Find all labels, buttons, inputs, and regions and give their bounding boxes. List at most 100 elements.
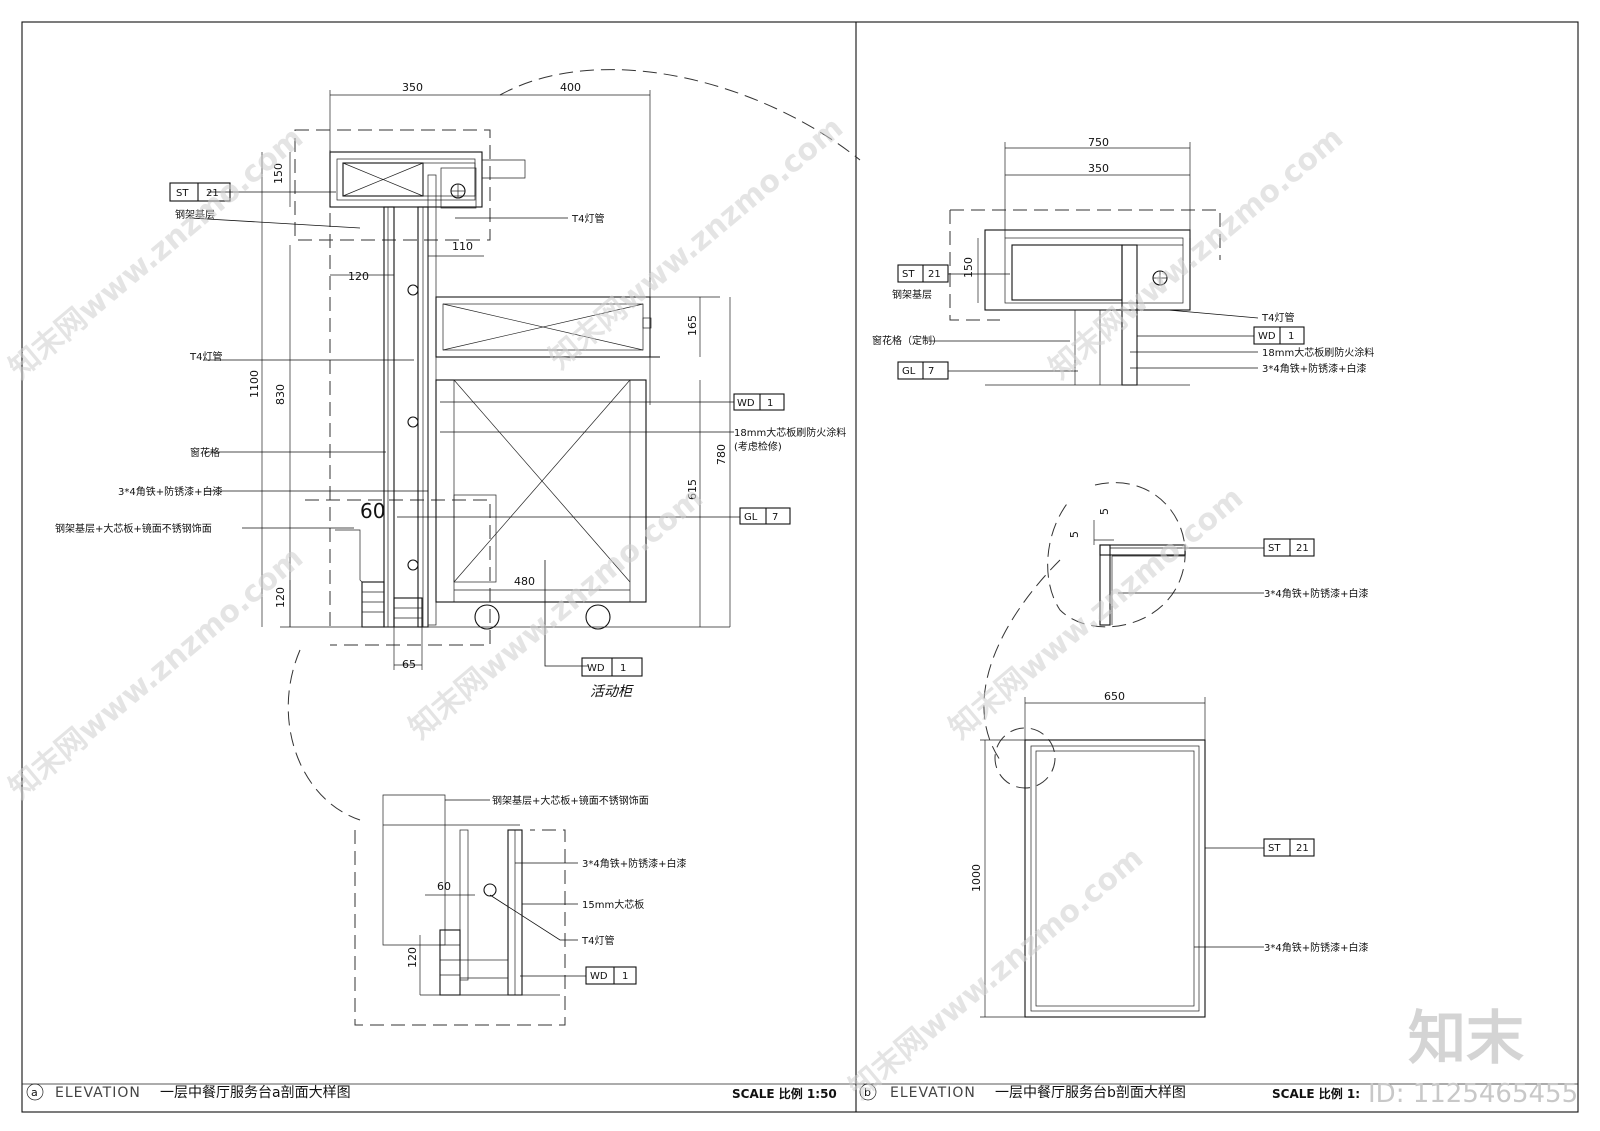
tag-wd1-a: WD 1 <box>733 393 785 411</box>
title-b-scale: SCALE 比例 1: <box>1272 1086 1360 1101</box>
watermark-id: ID: 1125465455 <box>1368 1079 1578 1109</box>
panel-b-plan: 650 1000 ST 21 3*4角铁+防锈漆+白漆 <box>970 690 1368 1018</box>
detail-note-steel-mirror: 钢架基层+大芯板+镜面不锈钢饰面 <box>492 794 649 807</box>
panel-b-corner-detail: 5 5 ST 21 3*4角铁+防锈漆+白漆 <box>983 482 1368 761</box>
title-bar-b: b ELEVATION 一层中餐厅服务台b剖面大样图 SCALE 比例 1: <box>859 1083 1360 1101</box>
b-note-angle-iron-detail: 3*4角铁+防锈漆+白漆 <box>1264 587 1368 600</box>
panel-a-section <box>189 69 861 821</box>
dim-110: 110 <box>452 240 473 253</box>
svg-text:21: 21 <box>1296 843 1309 854</box>
b-dim-5b: 5 <box>1068 531 1081 538</box>
panel-a-detail: 钢架基层+大芯板+镜面不锈钢饰面 3*4角铁+防锈漆+白漆 15mm大芯板 T4… <box>354 794 686 1026</box>
panel-a-tags: ST 21 WD 1 GL 7 WD 1 <box>169 182 791 677</box>
detail-note-angle-iron: 3*4角铁+防锈漆+白漆 <box>582 857 686 870</box>
watermark-5: 知末网www.znzmo.com <box>403 480 710 746</box>
svg-text:21: 21 <box>206 188 219 199</box>
b-tag-wd1: WD 1 <box>1253 326 1305 345</box>
detail-dim-120: 120 <box>406 947 419 968</box>
note-t4-top: T4灯管 <box>571 212 604 225</box>
dim-60: 60 <box>360 499 385 523</box>
b-note-board18: 18mm大芯板刷防火涂料 <box>1262 346 1374 359</box>
title-a-symbol: a <box>31 1086 38 1099</box>
svg-text:WD: WD <box>590 971 608 982</box>
sheet-border <box>21 21 1579 1113</box>
detail-dim-60: 60 <box>437 880 451 893</box>
note-board18: 18mm大芯板刷防火涂料 <box>734 426 846 439</box>
panel-b-text: 750 350 150 钢架基层 T4灯管 窗花格（定制） 18mm大芯板刷防火… <box>872 136 1374 380</box>
b-tag-gl7: GL 7 <box>897 361 949 380</box>
watermark-6: 知末网www.znzmo.com <box>943 480 1250 746</box>
title-a-scale: SCALE 比例 1:50 <box>732 1086 837 1101</box>
b-tag-st21-plan: ST 21 <box>1263 838 1315 857</box>
watermarks: 知末网www.znzmo.com 知末网www.znzmo.com 知末网www… <box>3 110 1578 1109</box>
svg-text:ST: ST <box>1268 543 1281 554</box>
dim-165: 165 <box>686 315 699 336</box>
title-b-symbol: b <box>864 1086 871 1099</box>
note-steel-base: 钢架基层 <box>175 208 215 221</box>
b-dim-1000: 1000 <box>970 864 983 892</box>
b-dim-750: 750 <box>1088 136 1109 149</box>
dim-350: 350 <box>402 81 423 94</box>
panel-a-dimensions: 350 400 150 1100 830 120 110 165 780 615… <box>248 81 728 671</box>
note-angle-iron: 3*4角铁+防锈漆+白漆 <box>118 485 222 498</box>
svg-text:7: 7 <box>928 366 934 377</box>
svg-text:1: 1 <box>622 971 628 982</box>
tag-wd1-cabinet: WD 1 <box>581 657 643 677</box>
b-note-angle-iron: 3*4角铁+防锈漆+白漆 <box>1262 362 1366 375</box>
b-note-steel-base: 钢架基层 <box>892 288 932 301</box>
b-dim-150: 150 <box>962 257 975 278</box>
svg-text:GL: GL <box>744 512 758 523</box>
dim-480: 480 <box>514 575 535 588</box>
watermark-4: 知末网www.znzmo.com <box>3 540 310 806</box>
svg-text:ST: ST <box>176 188 189 199</box>
panel-a-notes: 钢架基层 T4灯管 T4灯管 窗花格 3*4角铁+防锈漆+白漆 钢架基层+大芯板… <box>55 208 846 700</box>
svg-text:1: 1 <box>767 398 773 409</box>
title-a-name: 一层中餐厅服务台a剖面大样图 <box>160 1085 351 1101</box>
svg-text:GL: GL <box>902 366 916 377</box>
dim-120: 120 <box>348 270 369 283</box>
svg-text:21: 21 <box>1296 543 1309 554</box>
dim-830: 830 <box>274 384 287 405</box>
dim-120b: 120 <box>274 587 287 608</box>
note-steel-mirror: 钢架基层+大芯板+镜面不锈钢饰面 <box>55 522 212 535</box>
svg-text:ST: ST <box>902 269 915 280</box>
svg-text:ST: ST <box>1268 843 1281 854</box>
svg-text:21: 21 <box>928 269 941 280</box>
tag-gl7-a: GL 7 <box>739 507 791 525</box>
panel-b-section <box>930 142 1259 386</box>
title-b-name: 一层中餐厅服务台b剖面大样图 <box>995 1085 1186 1101</box>
dim-1100: 1100 <box>248 370 261 398</box>
svg-text:WD: WD <box>587 663 605 674</box>
detail-note-board15: 15mm大芯板 <box>582 898 644 911</box>
svg-text:WD: WD <box>1258 331 1276 342</box>
svg-text:WD: WD <box>737 398 755 409</box>
note-board18-sub: (考虑检修) <box>734 440 782 453</box>
svg-text:1: 1 <box>1288 331 1294 342</box>
b-tag-st21: ST 21 <box>897 264 949 283</box>
dim-780: 780 <box>715 444 728 465</box>
watermark-3: 知末网www.znzmo.com <box>1043 120 1350 386</box>
b-dim-5a: 5 <box>1098 508 1111 515</box>
tag-st21-a: ST 21 <box>169 182 231 202</box>
dim-150: 150 <box>272 163 285 184</box>
dim-65: 65 <box>402 658 416 671</box>
b-tag-st21-detail: ST 21 <box>1263 538 1315 557</box>
title-bar-a: a ELEVATION 一层中餐厅服务台a剖面大样图 SCALE 比例 1:50 <box>26 1083 837 1101</box>
note-mobile-cabinet: 活动柜 <box>590 684 634 700</box>
note-t4-left: T4灯管 <box>189 350 222 363</box>
b-dim-350: 350 <box>1088 162 1109 175</box>
b-note-angle-iron-plan: 3*4角铁+防锈漆+白漆 <box>1264 941 1368 954</box>
b-note-window-grille: 窗花格（定制） <box>872 334 942 347</box>
watermark-7: 知末网www.znzmo.com <box>843 840 1150 1106</box>
svg-text:7: 7 <box>772 512 778 523</box>
svg-text:1: 1 <box>620 663 626 674</box>
watermark-1: 知末网www.znzmo.com <box>3 120 310 386</box>
detail-tag-wd1: WD 1 <box>585 966 637 985</box>
dim-615: 615 <box>686 479 699 500</box>
b-dim-650: 650 <box>1104 690 1125 703</box>
watermark-brand: 知末 <box>1408 1004 1524 1072</box>
detail-note-t4: T4灯管 <box>581 934 614 947</box>
title-a-elevation: ELEVATION <box>55 1085 141 1101</box>
note-window-grille: 窗花格 <box>190 446 220 459</box>
